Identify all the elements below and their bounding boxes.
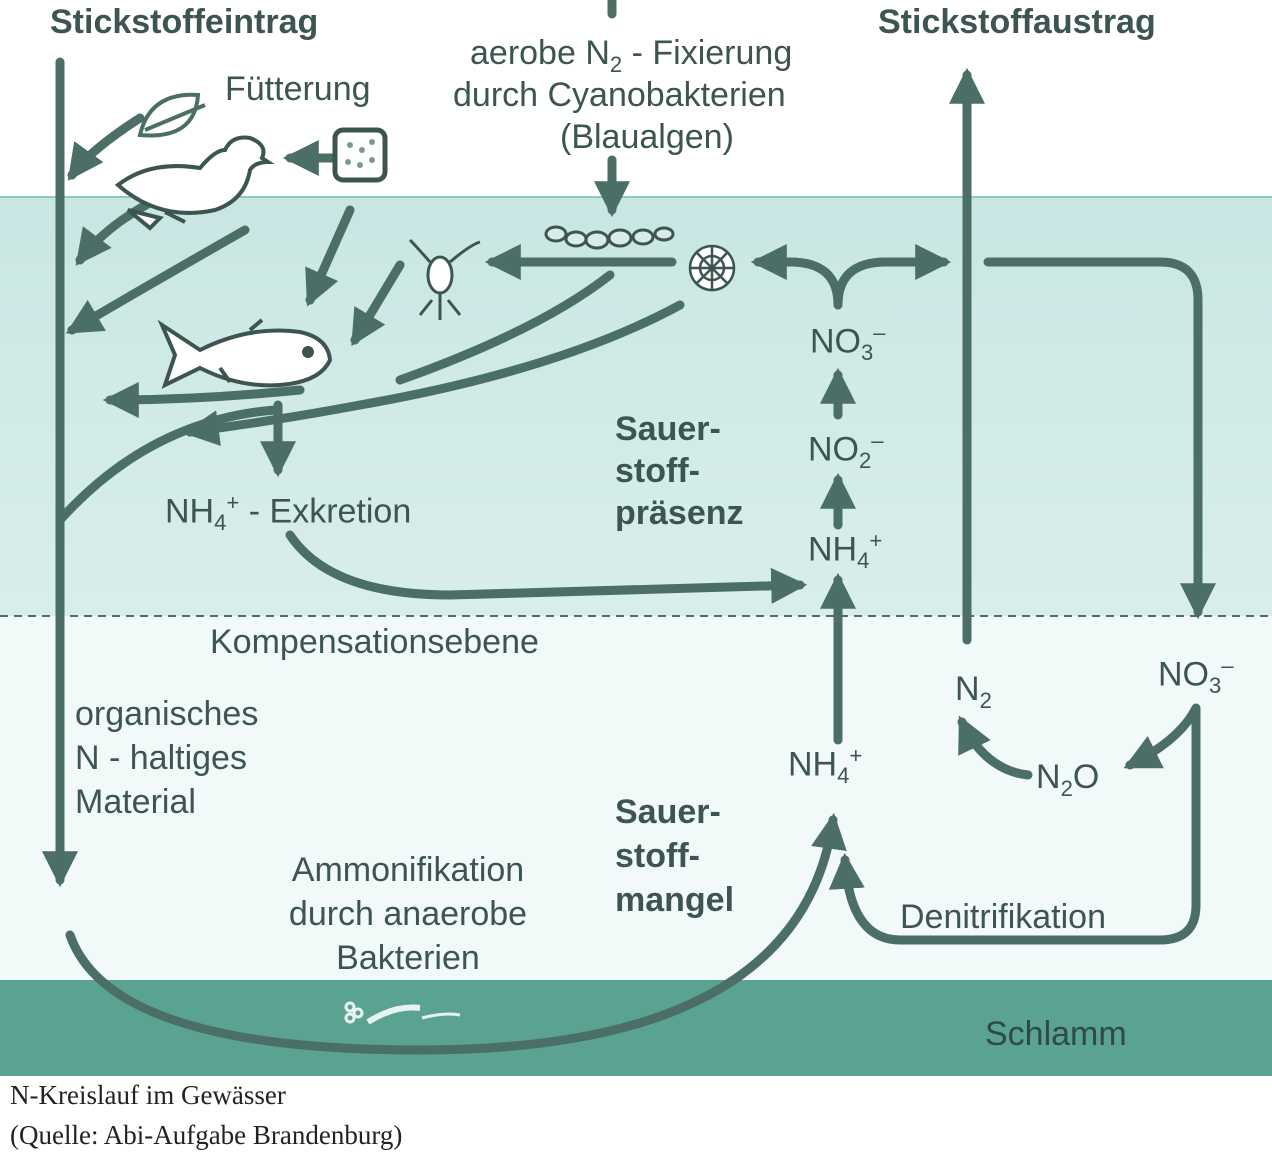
excretion-to-nh4-arrow (285, 530, 808, 604)
no3-to-right-arrow (833, 244, 952, 310)
fixation-label-line2: durch Cyanobakterien (453, 76, 786, 114)
cyanobacteria-chain-icon (544, 225, 675, 250)
ammonification-arrow (65, 812, 847, 1055)
plankton-cell-icon (688, 244, 736, 292)
oxygen-presence-line3: präsenz (615, 494, 744, 532)
no3-to-n2o-arrow (1123, 703, 1201, 770)
output-title: Stickstoffaustrag (878, 3, 1156, 41)
nh4-upper-label: NH4+ (808, 528, 883, 574)
caption-line1: N-Kreislauf im Gewässer (10, 1080, 286, 1110)
zooplankton-icon (408, 238, 481, 320)
n2-label: N2 (955, 670, 992, 713)
water-anoxic-zone (0, 616, 1272, 980)
denitrification-loop-arrow (828, 705, 1201, 945)
oxygen-presence-line1: Sauer- (615, 410, 721, 448)
ammonification-label: Ammonifikation durch anaerobe Bakterien (258, 848, 558, 980)
feed-pellet-icon (332, 127, 388, 183)
zooplankton-to-fish-arrow (350, 260, 405, 347)
no3-downward-arrow (983, 257, 1216, 620)
fish-icon (157, 318, 333, 389)
no3-lower-label: NO3– (1158, 653, 1234, 699)
fixation-label-line3: (Blaualgen) (560, 118, 734, 156)
denitrification-label: Denitrifikation (900, 898, 1106, 936)
no3-to-plankton-arrow (750, 244, 843, 310)
caption-area (0, 1076, 1272, 1164)
organic-material-line3: Material (75, 783, 196, 821)
duck-icon (114, 135, 275, 231)
ammonification-line2: durch anaerobe (288, 895, 528, 933)
nh4-lower-label: NH4+ (788, 743, 863, 789)
input-title: Stickstoffeintrag (50, 3, 319, 41)
duck-to-fish-arrow (305, 205, 355, 307)
compensation-level-label: Kompensationsebene (210, 623, 539, 661)
caption-line2: (Quelle: Abi-Aufgabe Brandenburg) (10, 1120, 403, 1150)
organic-material-label: organisches N - haltiges Material (75, 692, 258, 824)
leaf-icon (137, 92, 206, 138)
n2o-label: N2O (1036, 758, 1100, 801)
leaf-branch-arrow (67, 113, 145, 181)
oxygen-deficit-label: Sauer- stoff- mangel (615, 790, 734, 922)
n2o-to-n2-arrow (957, 715, 1033, 780)
organic-material-line2: N - haltiges (75, 739, 247, 777)
fish-branch-arrow-1 (65, 225, 250, 335)
decay-branch (55, 405, 280, 525)
oxygen-presence-line2: stoff- (615, 452, 700, 490)
nh4-excretion-label: NH4+ - Exkretion (165, 490, 412, 536)
mud-label: Schlamm (985, 1015, 1127, 1053)
arrows (42, 0, 1216, 1055)
cyano-decay-curve (395, 270, 615, 385)
oxygen-deficit-line2: stoff- (615, 837, 700, 875)
no2-upper-label: NO2– (808, 428, 884, 474)
oxygen-presence-label: Sauer- stoff- präsenz (615, 408, 744, 534)
oxygen-deficit-line3: mangel (615, 881, 735, 919)
no3-upper-label: NO3– (810, 320, 886, 366)
organic-material-line1: organisches (75, 695, 259, 733)
plankton-decay-curve (355, 300, 685, 410)
ammonification-line1: Ammonifikation (291, 851, 525, 889)
fish-branch-arrow-2 (102, 381, 305, 418)
fixation-label-line1: aerobe N2 - Fixierung (470, 34, 793, 77)
oxygen-deficit-line1: Sauer- (615, 793, 721, 831)
ammonification-line3: Bakterien (336, 939, 480, 977)
worm-icon (344, 1001, 461, 1025)
feeding-label: Fütterung (225, 70, 371, 108)
